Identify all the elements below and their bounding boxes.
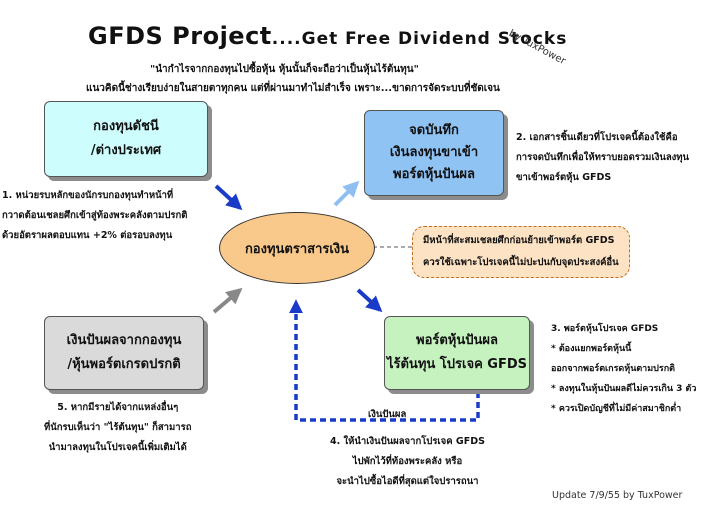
arrow-dividend-to-center: [212, 287, 243, 314]
arrow-dividend-loop: [289, 299, 480, 422]
note-3-line: * ควรเปิดบัญชีที่ไม่มีค่าสมาชิกต่ำ: [551, 404, 682, 414]
center-note-box: มีหน้าที่สะสมเชลยศึกก่อนย้ายเข้าพอร์ต GF…: [412, 226, 630, 278]
arrow-fund-to-center: [214, 184, 243, 211]
node-dividend-fund: เงินปันผลจากกองทุน /หุ้นพอร์ตเกรดปรกติ: [44, 316, 204, 390]
node-record-line1: จดบันทึก: [409, 123, 459, 138]
node-record: จดบันทึก เงินลงทุนขาเข้า พอร์ตหุ้นปันผล: [364, 110, 504, 196]
note-1-line: 1. หน่วยรบหลักของนักรบกองทุนทำหน้าที่: [2, 190, 174, 201]
note-3-line: ออกจากพอร์ตเกรดหุ้นตามปรกติ: [551, 364, 676, 374]
node-dividend-fund-line2: /หุ้นพอร์ตเกรดปรกติ: [67, 357, 181, 372]
note-4-line: ไปพักไว้ที่ท้องพระคลัง หรือ: [352, 456, 463, 467]
center-note-line1: มีหน้าที่สะสมเชลยศึกก่อนย้ายเข้าพอร์ต GF…: [423, 235, 615, 246]
note-5-line: ที่นักรบเห็นว่า "ไร้ต้นทุน" ก็สามารถ: [44, 422, 192, 433]
node-record-line2: เงินลงทุนขาเข้า: [389, 145, 479, 160]
footer-update: Update 7/9/55 by TuxPower: [552, 490, 683, 501]
arrow-center-to-gfds: [356, 288, 383, 313]
intro-text: แนวคิดนี้ช่างเรียบง่ายในสายตาทุกคน แต่ที…: [86, 83, 500, 94]
note-3-line: * ลงทุนในหุ้นปันผลดีไม่ควรเกิน 3 ตัว: [551, 384, 697, 394]
node-foreign-fund-line2: /ต่างประเทศ: [90, 143, 162, 158]
node-dividend-fund-line1: เงินปันผลจากกองทุน: [66, 333, 182, 348]
note-1: 1. หน่วยรบหลักของนักรบกองทุนทำหน้าที่ กว…: [2, 186, 187, 246]
note-3-line: 3. พอร์ตหุ้นโปรเจค GFDS: [551, 324, 659, 334]
node-money-market-label: กองทุนตราสารเงิน: [244, 241, 350, 257]
node-gfds-line1: พอร์ตหุ้นปันผล: [416, 333, 498, 348]
dividend-flow-label: เงินปันผล: [368, 409, 407, 420]
node-gfds-line2: ไร้ต้นทุน โปรเจค GFDS: [386, 357, 528, 372]
note-5: 5. หากมีรายได้จากแหล่งอื่นๆ ที่นักรบเห็น…: [44, 398, 191, 458]
center-note-line2: ควรใช้เฉพาะโปรเจคนี้ไม่ปะปนกับจุดประสงค์…: [423, 257, 619, 268]
note-3: 3. พอร์ตหุ้นโปรเจค GFDS * ต้องแยกพอร์ตหุ…: [551, 319, 696, 419]
note-2-line: 2. เอกสารชิ้นเดียวที่โปรเจคนี้ต้องใช้คือ: [516, 132, 678, 143]
title-main: GFDS Project: [88, 22, 272, 50]
note-2-line: ขาเข้าพอร์ตหุ้น GFDS: [516, 172, 612, 183]
note-1-line: กวาดต้อนเชลยศึกเข้าสู่ท้องพระคลังตามปรกต…: [2, 210, 188, 221]
note-5-line: นำมาลงทุนในโปรเจคนี้เพิ่มเติมได้: [48, 442, 187, 453]
note-5-line: 5. หากมีรายได้จากแหล่งอื่นๆ: [57, 402, 179, 413]
node-record-line3: พอร์ตหุ้นปันผล: [393, 167, 475, 182]
node-foreign-fund-line1: กองทุนดัชนี: [93, 119, 159, 134]
note-3-line: * ต้องแยกพอร์ตหุ้นนี้: [551, 344, 632, 354]
quote-text: "นำกำไรจากกองทุนไปซื้อหุ้น หุ้นนั้นก็จะถ…: [150, 64, 419, 75]
note-4-line: จะนำไปซื้อไอดีที่สุดแต่ใจปรารถนา: [336, 476, 479, 487]
note-2-line: การจดบันทึกเพื่อให้ทราบยอดรวมเงินลงทุน: [516, 152, 690, 163]
node-gfds-portfolio: พอร์ตหุ้นปันผล ไร้ต้นทุน โปรเจค GFDS: [384, 316, 530, 390]
note-4-line: 4. ให้นำเงินปันผลจากโปรเจค GFDS: [330, 436, 485, 447]
node-money-market-fund: กองทุนตราสารเงิน: [219, 212, 375, 284]
arrow-center-to-record: [333, 180, 360, 207]
title-subtitle: ....Get Free Dividend Stocks: [271, 29, 568, 49]
node-foreign-fund: กองทุนดัชนี /ต่างประเทศ: [44, 101, 208, 177]
note-1-line: ด้วยอัตราผลตอบแทน +2% ต่อรอบลงทุน: [2, 230, 173, 241]
page-title: GFDS Project....Get Free Dividend Stocks: [88, 22, 567, 50]
note-2: 2. เอกสารชิ้นเดียวที่โปรเจคนี้ต้องใช้คือ…: [516, 128, 689, 188]
note-4: 4. ให้นำเงินปันผลจากโปรเจค GFDS ไปพักไว้…: [330, 432, 485, 492]
